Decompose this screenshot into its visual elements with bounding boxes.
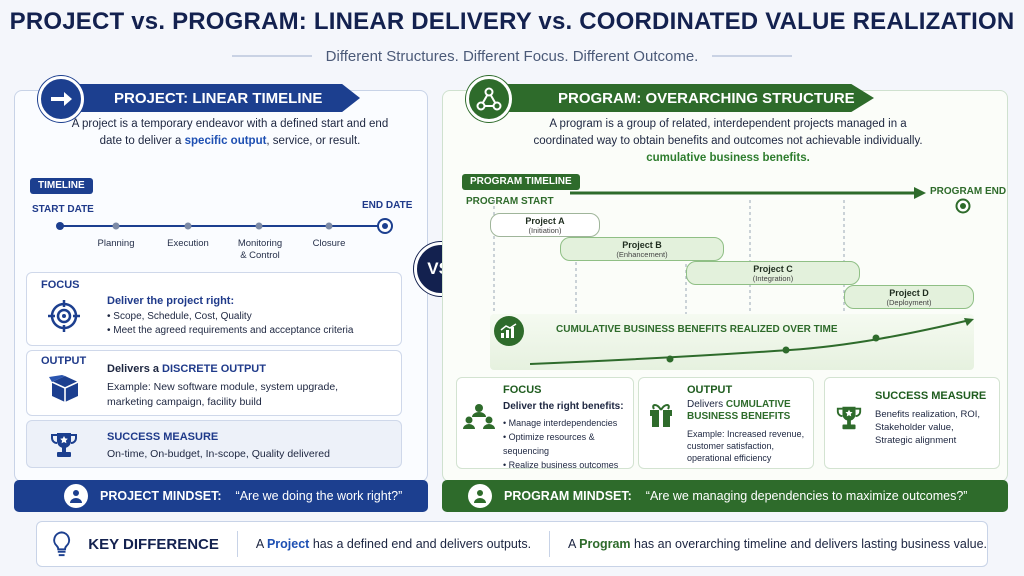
program-mindset-bar: PROGRAM MINDSET: “Are we managing depend… — [442, 480, 1008, 512]
list-item: Scope, Schedule, Cost, Quality — [107, 310, 353, 324]
program-output-body: Example: Increased revenue, customer sat… — [687, 429, 805, 463]
program-timeline-arrow — [570, 187, 926, 199]
program-mindset-label: PROGRAM MINDSET: — [504, 489, 632, 503]
key-difference-bar: KEY DIFFERENCE A Project has a defined e… — [36, 521, 988, 567]
project-success-card: SUCCESS MEASURE On-time, On-budget, In-s… — [26, 420, 402, 468]
program-end-label: PROGRAM END — [930, 186, 1007, 197]
project-b-bar: Project B(Enhancement) — [560, 237, 724, 261]
benefits-label: CUMULATIVE BUSINESS BENEFITS REALIZED OV… — [556, 324, 838, 335]
start-date-label: START DATE — [32, 204, 94, 215]
end-date-label: END DATE — [362, 200, 413, 211]
program-end-marker — [955, 198, 971, 214]
project-timeline-line — [56, 218, 393, 234]
output-lead: Delivers a DISCRETE OUTPUT — [107, 363, 266, 375]
list-item: Optimize resources & sequencing — [503, 430, 633, 458]
project-a-bar: Project A(Initiation) — [490, 213, 600, 237]
program-output-card: OUTPUT Delivers CUMULATIVE BUSINESS BENE… — [638, 377, 814, 469]
trophy-icon — [836, 406, 862, 430]
page-subtitle: Different Structures. Different Focus. D… — [325, 47, 699, 65]
program-success-heading: SUCCESS MEASURE — [875, 390, 987, 402]
network-icon — [476, 87, 502, 111]
project-mindset-bar: PROJECT MINDSET: “Are we doing the work … — [14, 480, 428, 512]
program-output-heading: OUTPUT — [687, 384, 733, 396]
program-mindset-quote: “Are we managing dependencies to maximiz… — [645, 489, 968, 503]
program-timeline-tag: PROGRAM TIMELINE — [462, 174, 580, 190]
project-focus-card: FOCUS Deliver the project right: Scope, … — [26, 272, 402, 346]
divider — [231, 55, 312, 57]
key-difference-label: KEY DIFFERENCE — [88, 535, 219, 553]
program-start-label: PROGRAM START — [466, 196, 554, 207]
list-item: Realize business outcomes — [503, 458, 633, 472]
program-banner: PROGRAM: OVERARCHING STRUCTURE — [496, 84, 874, 112]
divider — [712, 55, 793, 57]
project-c-bar: Project C(Integration) — [686, 261, 860, 285]
project-d-bar: Project D(Deployment) — [844, 285, 974, 309]
project-mindset-label: PROJECT MINDSET: — [100, 489, 222, 503]
target-icon — [48, 300, 80, 332]
output-body: Example: New software module, system upg… — [107, 381, 339, 408]
benefits-curve — [530, 318, 974, 365]
program-banner-title: PROGRAM: OVERARCHING STRUCTURE — [558, 89, 855, 107]
gift-icon — [650, 404, 672, 427]
output-heading: OUTPUT — [41, 355, 87, 367]
box-icon — [49, 375, 79, 402]
program-focus-card: FOCUS Deliver the right benefits: Manage… — [456, 377, 634, 472]
project-banner: PROJECT: LINEAR TIMELINE — [62, 84, 360, 112]
timeline-tag: TIMELINE — [30, 178, 93, 194]
project-banner-title: PROJECT: LINEAR TIMELINE — [114, 89, 323, 107]
program-focus-heading: FOCUS — [503, 384, 542, 396]
key-difference-project: A Project has a defined end and delivers… — [255, 537, 532, 551]
program-output-lead: Delivers CUMULATIVE BUSINESS BENEFITS — [687, 399, 791, 422]
step-closure: Closure — [312, 238, 346, 249]
key-difference-program: A Program has an overarching timeline an… — [568, 537, 987, 551]
list-item: Meet the agreed requirements and accepta… — [107, 324, 353, 338]
program-focus-lead: Deliver the right benefits: — [503, 401, 624, 412]
focus-list: Scope, Schedule, Cost, Quality Meet the … — [107, 310, 353, 338]
trophy-icon — [51, 433, 77, 457]
success-heading: SUCCESS MEASURE — [107, 431, 219, 443]
person-icon — [468, 484, 492, 508]
divider — [549, 531, 551, 557]
program-success-body: Benefits realization, ROI, Stakeholder v… — [875, 409, 981, 446]
page-title: PROJECT vs. PROGRAM: LINEAR DELIVERY vs.… — [9, 8, 1015, 35]
step-execution: Execution — [167, 238, 209, 249]
team-icon — [463, 404, 495, 429]
arrow-right-icon — [51, 92, 72, 106]
program-success-card: SUCCESS MEASURE Benefits realization, RO… — [824, 377, 1000, 469]
program-description: A program is a group of related, interde… — [533, 118, 923, 164]
project-mindset-quote: “Are we doing the work right?” — [235, 489, 403, 503]
program-badge — [466, 76, 512, 122]
growth-chart-icon — [494, 316, 524, 346]
project-output-card: OUTPUT Delivers a DISCRETE OUTPUT Exampl… — [26, 350, 402, 416]
step-monitoring: Monitoring & Control — [237, 238, 283, 261]
step-planning: Planning — [97, 238, 135, 249]
success-body: On-time, On-budget, In-scope, Quality de… — [107, 448, 330, 460]
program-focus-list: Manage interdependencies Optimize resour… — [503, 416, 633, 472]
subtitle-row: Different Structures. Different Focus. D… — [0, 44, 1024, 68]
lightbulb-icon — [53, 531, 71, 557]
person-icon — [64, 484, 88, 508]
focus-lead: Deliver the project right: — [107, 295, 235, 307]
project-description: A project is a temporary endeavor with a… — [71, 118, 389, 147]
focus-heading: FOCUS — [41, 279, 80, 291]
benefits-strip — [490, 314, 974, 370]
list-item: Manage interdependencies — [503, 416, 633, 430]
divider — [236, 531, 238, 557]
project-badge — [38, 76, 84, 122]
